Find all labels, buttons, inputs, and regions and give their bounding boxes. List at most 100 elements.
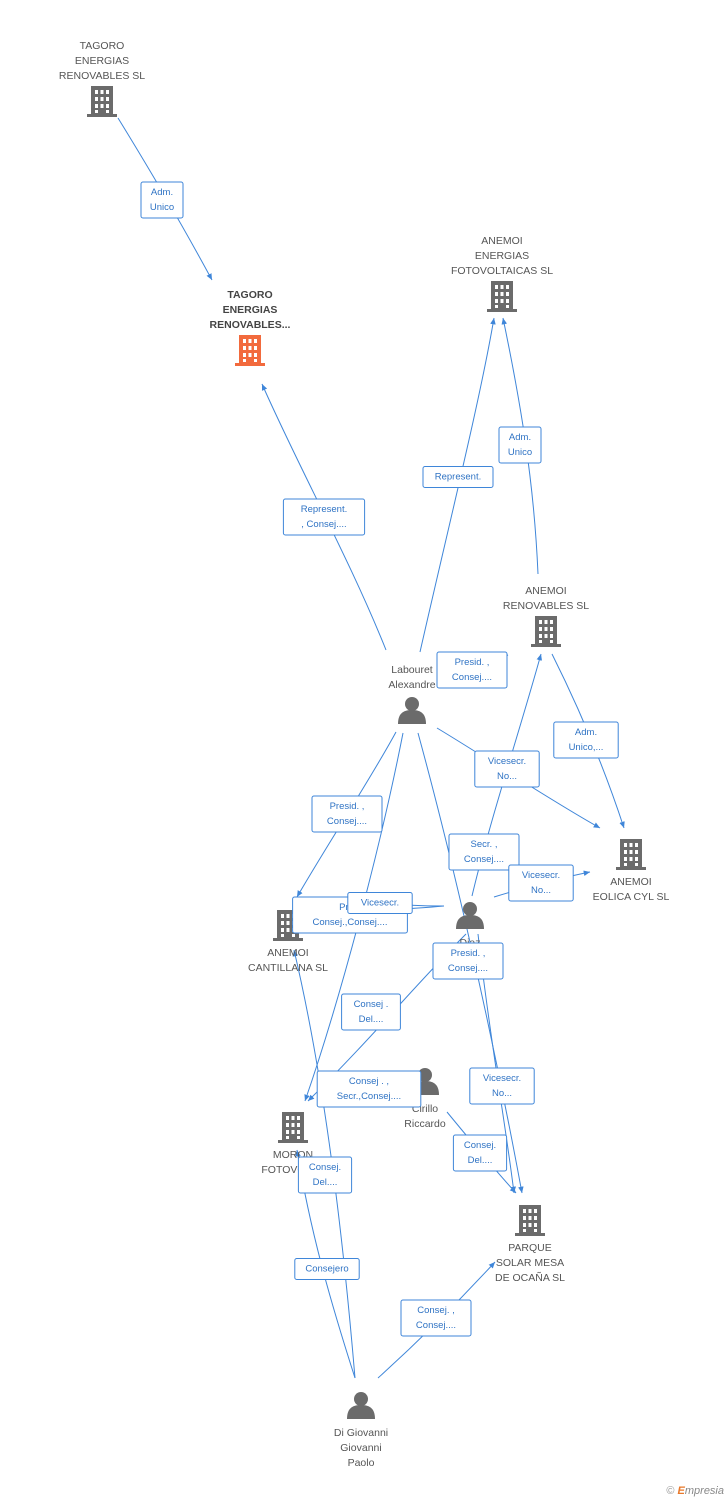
node-label: Riccardo xyxy=(404,1118,446,1130)
edge-label-box xyxy=(432,942,504,980)
edge-label[interactable]: Represent., Consej.... xyxy=(282,498,366,536)
edge-label-box xyxy=(347,892,413,914)
edge-labouret-to-parque xyxy=(417,732,524,1194)
node-label: Di Giovanni xyxy=(334,1427,388,1439)
node-label: RENOVABLES SL xyxy=(503,600,589,612)
edge-label[interactable]: Presid. , Consej.... xyxy=(432,942,504,980)
brand-name: mpresia xyxy=(684,1485,724,1497)
building-icon xyxy=(235,335,265,366)
edge-label[interactable]: Adm. Unico xyxy=(498,426,542,464)
edge-label-box xyxy=(436,651,508,689)
edge-label-text: Consej.... xyxy=(452,672,492,683)
edge-label-box xyxy=(422,466,494,488)
edge-label-text: Secr.,Consej.... xyxy=(337,1091,401,1102)
node-label: RENOVABLES SL xyxy=(59,70,145,82)
edge-label-box xyxy=(508,864,574,902)
edge-label-box xyxy=(316,1070,422,1108)
edge-label[interactable]: Secr. ,Consej.... xyxy=(448,833,520,871)
edge-label-text: Del.... xyxy=(359,1014,384,1025)
edge-label-text: Consej. , xyxy=(417,1305,455,1316)
edge-label-box xyxy=(341,993,401,1031)
edges-layer xyxy=(117,117,625,1379)
edge-label-text: Presid. , xyxy=(451,948,486,959)
node-label: ENERGIAS xyxy=(223,304,278,316)
edge-label-text: Unico xyxy=(150,202,174,213)
node-label: ENERGIAS xyxy=(75,55,129,67)
edge-label-text: No... xyxy=(497,771,517,782)
edge-label-box xyxy=(400,1299,472,1337)
edge-label-text: No... xyxy=(492,1088,512,1099)
node-label: FOTOVOLTAICAS SL xyxy=(451,265,553,277)
edge-label[interactable]: Presid. , Consej.... xyxy=(311,795,383,833)
building-icon xyxy=(487,281,517,312)
edge-digiovanni-to-anemoi_cantillana xyxy=(292,949,356,1379)
edge-label-box xyxy=(553,721,619,759)
person-icon xyxy=(456,902,484,929)
edge-label-text: Del.... xyxy=(313,1177,338,1188)
edge-label-text: Presid. , xyxy=(455,657,490,668)
building-icon xyxy=(531,616,561,647)
edge-label-text: Vicesecr. xyxy=(361,898,399,909)
footer-brand: © Empresia xyxy=(666,1485,724,1497)
node-diaz[interactable]: Diaz xyxy=(456,902,484,949)
copyright-icon: © xyxy=(666,1485,675,1497)
edge-label-box xyxy=(294,1258,360,1280)
edge-label[interactable]: Vicesecr.No... xyxy=(474,750,540,788)
edge-label-box xyxy=(297,1156,353,1194)
edge-label-text: Consej . , xyxy=(349,1076,389,1087)
edge-label-text: Presid. , xyxy=(330,801,365,812)
building-icon xyxy=(616,839,646,870)
person-icon xyxy=(398,697,426,724)
node-label: Alexandre xyxy=(388,679,435,691)
edge-label-text: Unico,... xyxy=(569,742,604,753)
node-label: ANEMOI xyxy=(481,235,522,247)
edge-label[interactable]: Vicesecr. No... xyxy=(469,1067,535,1105)
node-tagoro_main[interactable]: TAGOROENERGIASRENOVABLES... xyxy=(210,289,291,366)
person-icon xyxy=(347,1392,375,1419)
edge-label-text: Consej.... xyxy=(327,816,367,827)
edge-label-text: Adm. xyxy=(509,432,531,443)
edge-label[interactable]: Consej . , Secr.,Consej.... xyxy=(316,1070,422,1108)
edge-label-text: Consej.... xyxy=(464,854,504,865)
edge-label-box xyxy=(498,426,542,464)
edge-label[interactable]: Presid. , Consej.... xyxy=(436,651,508,689)
edge-label-text: Adm. xyxy=(151,187,173,198)
edge-label-text: Consej . xyxy=(354,999,389,1010)
edge-label[interactable]: Vicesecr. xyxy=(347,892,413,914)
edge-label-text: Represent. xyxy=(435,472,481,483)
edge-label[interactable]: Adm. Unico xyxy=(140,181,184,219)
edge-label[interactable]: Consej. , Consej.... xyxy=(400,1299,472,1337)
edge-label[interactable]: Consejero xyxy=(294,1258,360,1280)
edge-label[interactable]: Consej. Del.... xyxy=(297,1156,353,1194)
edge-label[interactable]: Consej . Del.... xyxy=(341,993,401,1031)
edge-label[interactable]: Represent. xyxy=(422,466,494,488)
node-label: Labouret xyxy=(391,664,433,676)
edge-label-text: Consej.,Consej.... xyxy=(313,917,388,928)
edge-label-text: Consej.... xyxy=(416,1320,456,1331)
brand-logo-mark: E xyxy=(677,1485,685,1497)
edge-label-text: Consej. xyxy=(309,1162,341,1173)
edge-label-text: Unico xyxy=(508,447,532,458)
node-label: Giovanni xyxy=(340,1442,381,1454)
node-label: PARQUE xyxy=(508,1242,552,1254)
edge-label-box xyxy=(469,1067,535,1105)
edge-label[interactable]: Consej.Del.... xyxy=(452,1134,508,1172)
building-icon xyxy=(87,86,117,117)
edge-label-box xyxy=(474,750,540,788)
edge-label-text: Consej. xyxy=(464,1140,496,1151)
edge-label[interactable]: Vicesecr.No... xyxy=(508,864,574,902)
edge-label-text: Consej.... xyxy=(448,963,488,974)
edge-label-text: Vicesecr. xyxy=(483,1073,521,1084)
edge-label[interactable]: Adm.Unico,... xyxy=(553,721,619,759)
edge-label-text: No... xyxy=(531,885,551,896)
